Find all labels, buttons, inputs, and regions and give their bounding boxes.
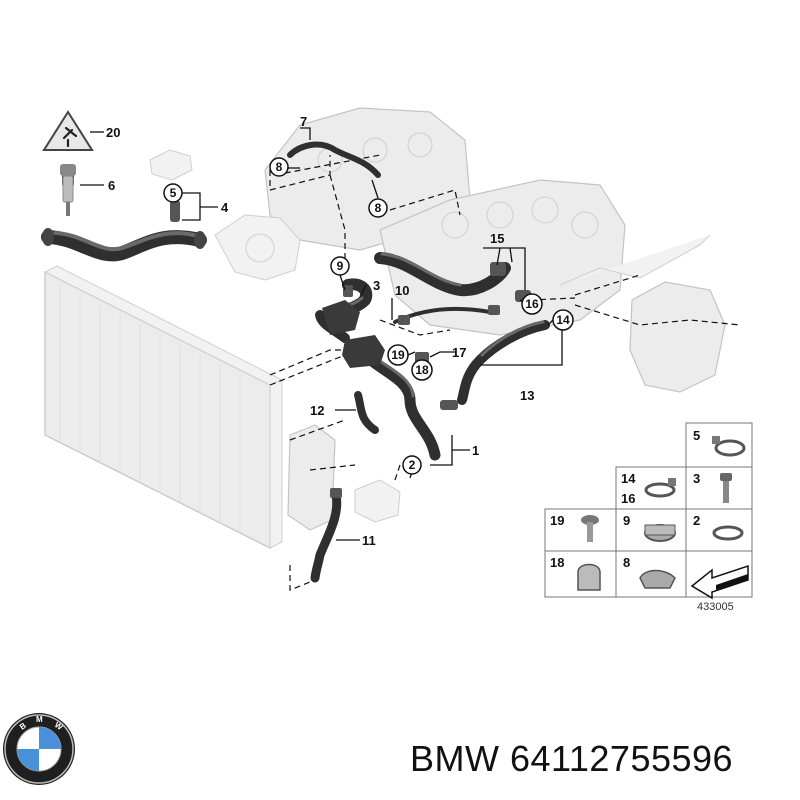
callout-1: 1	[472, 443, 479, 458]
wire-clamp-icon	[712, 525, 744, 541]
svg-text:2: 2	[409, 458, 416, 472]
callout-6: 6	[108, 178, 115, 193]
legend-2: 2	[693, 513, 700, 528]
expansion-tank-ghost	[559, 234, 726, 393]
legend-3: 3	[693, 471, 700, 486]
callout-5-circle: 5	[163, 183, 183, 203]
svg-text:19: 19	[391, 348, 405, 362]
callout-11: 11	[362, 533, 376, 548]
pump-housing	[322, 300, 385, 368]
svg-text:W: W	[53, 720, 65, 732]
callout-8-circle-top: 8	[269, 157, 289, 177]
legend-16: 16	[621, 491, 635, 506]
svg-text:14: 14	[556, 313, 570, 327]
hose-clip-icon	[639, 569, 676, 589]
callout-2-circle: 2	[402, 455, 422, 475]
legend-14: 14	[621, 471, 636, 486]
callout-10: 10	[395, 283, 409, 298]
band-clamp-icon	[644, 524, 676, 542]
hose-13	[457, 320, 550, 405]
parts-legend: 5 14 16 3 19 9 2 18	[544, 422, 753, 613]
reference-number: 433005	[697, 601, 734, 613]
bmw-roundel-logo: B M W	[3, 713, 75, 785]
engine-head-ghost	[214, 107, 626, 336]
aux-cooler-ghost	[287, 424, 401, 531]
svg-text:9: 9	[337, 259, 344, 273]
holder-clip-icon	[577, 563, 601, 591]
hose-15	[374, 252, 511, 297]
callout-labels: 20 6 4 7 3 10 15 17 13 12 1 11	[106, 114, 534, 548]
svg-text:B: B	[18, 721, 28, 732]
callout-14-circle: 14	[552, 309, 574, 331]
callout-15: 15	[490, 231, 504, 246]
coolant-cap-ghost	[149, 149, 193, 181]
warning-triangle-icon	[42, 110, 94, 151]
callout-20: 20	[106, 125, 120, 140]
hose-12	[354, 391, 379, 434]
callout-19-circle: 19	[387, 344, 409, 366]
direction-arrow-icon	[690, 564, 749, 600]
callout-7: 7	[300, 114, 307, 129]
svg-text:16: 16	[525, 297, 539, 311]
radiator-ghost	[43, 265, 284, 549]
svg-text:18: 18	[415, 363, 429, 377]
legend-18: 18	[550, 555, 564, 570]
legend-9: 9	[623, 513, 630, 528]
svg-text:8: 8	[375, 201, 382, 215]
callout-18-circle: 18	[411, 359, 433, 381]
callout-13: 13	[520, 388, 534, 403]
callout-16-circle: 16	[521, 293, 543, 315]
legend-8: 8	[623, 555, 630, 570]
screw-icon	[581, 515, 599, 542]
hose-7	[287, 141, 381, 178]
legend-19: 19	[550, 513, 564, 528]
circled-callouts: 5 8 8 9 16 14 19 18	[163, 157, 574, 475]
svg-text:8: 8	[276, 160, 283, 174]
spring-clamp-icon	[644, 478, 676, 498]
callout-3: 3	[373, 278, 380, 293]
leader-lines	[80, 127, 563, 541]
callout-4: 4	[221, 200, 229, 215]
hose-4	[41, 228, 207, 262]
callout-12: 12	[310, 403, 324, 418]
svg-text:5: 5	[170, 186, 177, 200]
hose-11	[310, 490, 342, 583]
callout-8-circle-right: 8	[368, 198, 388, 218]
bolt-icon	[720, 473, 732, 503]
legend-5: 5	[693, 428, 700, 443]
callout-17: 17	[452, 345, 466, 360]
callout-9-circle: 9	[330, 256, 350, 276]
hose-clamp-icon	[712, 436, 746, 457]
part-number-caption: BMW 64112755596	[410, 738, 734, 779]
temperature-sensor	[60, 164, 76, 216]
svg-text:M: M	[36, 715, 43, 724]
dashed-guides	[269, 154, 741, 591]
